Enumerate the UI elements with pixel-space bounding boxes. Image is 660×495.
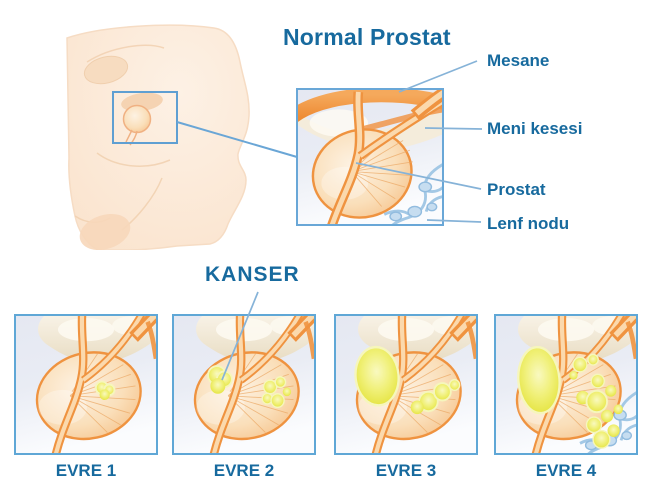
- stage-2-illustration: [174, 316, 314, 453]
- stage-2-label: EVRE 2: [213, 461, 275, 480]
- normal-prostate-box: [296, 88, 444, 226]
- stage-3-panel: EVRE 3: [334, 314, 478, 480]
- hip-bone-shape: [83, 55, 129, 85]
- stage-4-box: [494, 314, 638, 455]
- tumor-stage-1: [94, 380, 116, 401]
- diagram-title: Normal Prostat: [283, 24, 451, 50]
- label-lenf-nodu: Lenf nodu: [487, 214, 570, 233]
- label-mesane: Mesane: [487, 51, 550, 70]
- stage-1-box: [14, 314, 158, 455]
- stage-1-panel: EVRE 1: [14, 314, 158, 480]
- stage-4-label: EVRE 4: [535, 461, 597, 480]
- stage-1-illustration: [16, 316, 156, 453]
- cancer-label: KANSER: [205, 263, 300, 286]
- stage-3-label: EVRE 3: [375, 461, 437, 480]
- body-outline: [66, 24, 250, 250]
- body-silhouette-illustration: [66, 24, 250, 250]
- stage-4-illustration: [496, 316, 636, 453]
- tumor-stage-4: [517, 345, 623, 449]
- stage-1-label: EVRE 1: [55, 461, 117, 480]
- label-meni-kesesi: Meni kesesi: [487, 119, 583, 138]
- stage-2-panel: EVRE 2: [172, 314, 316, 480]
- stage-2-box: [172, 314, 316, 455]
- stage-3-illustration: [336, 316, 476, 453]
- urethra-and-ducts: [327, 90, 442, 224]
- stage-3-box: [334, 314, 478, 455]
- stage-4-panel: EVRE 4: [494, 314, 638, 480]
- thigh-shape: [79, 213, 131, 250]
- prostate-mini: [122, 104, 152, 134]
- inset-rectangle: [112, 91, 178, 144]
- normal-prostate-illustration: [298, 90, 442, 224]
- tumor-stage-3: [354, 345, 461, 415]
- label-prostat: Prostat: [487, 180, 546, 199]
